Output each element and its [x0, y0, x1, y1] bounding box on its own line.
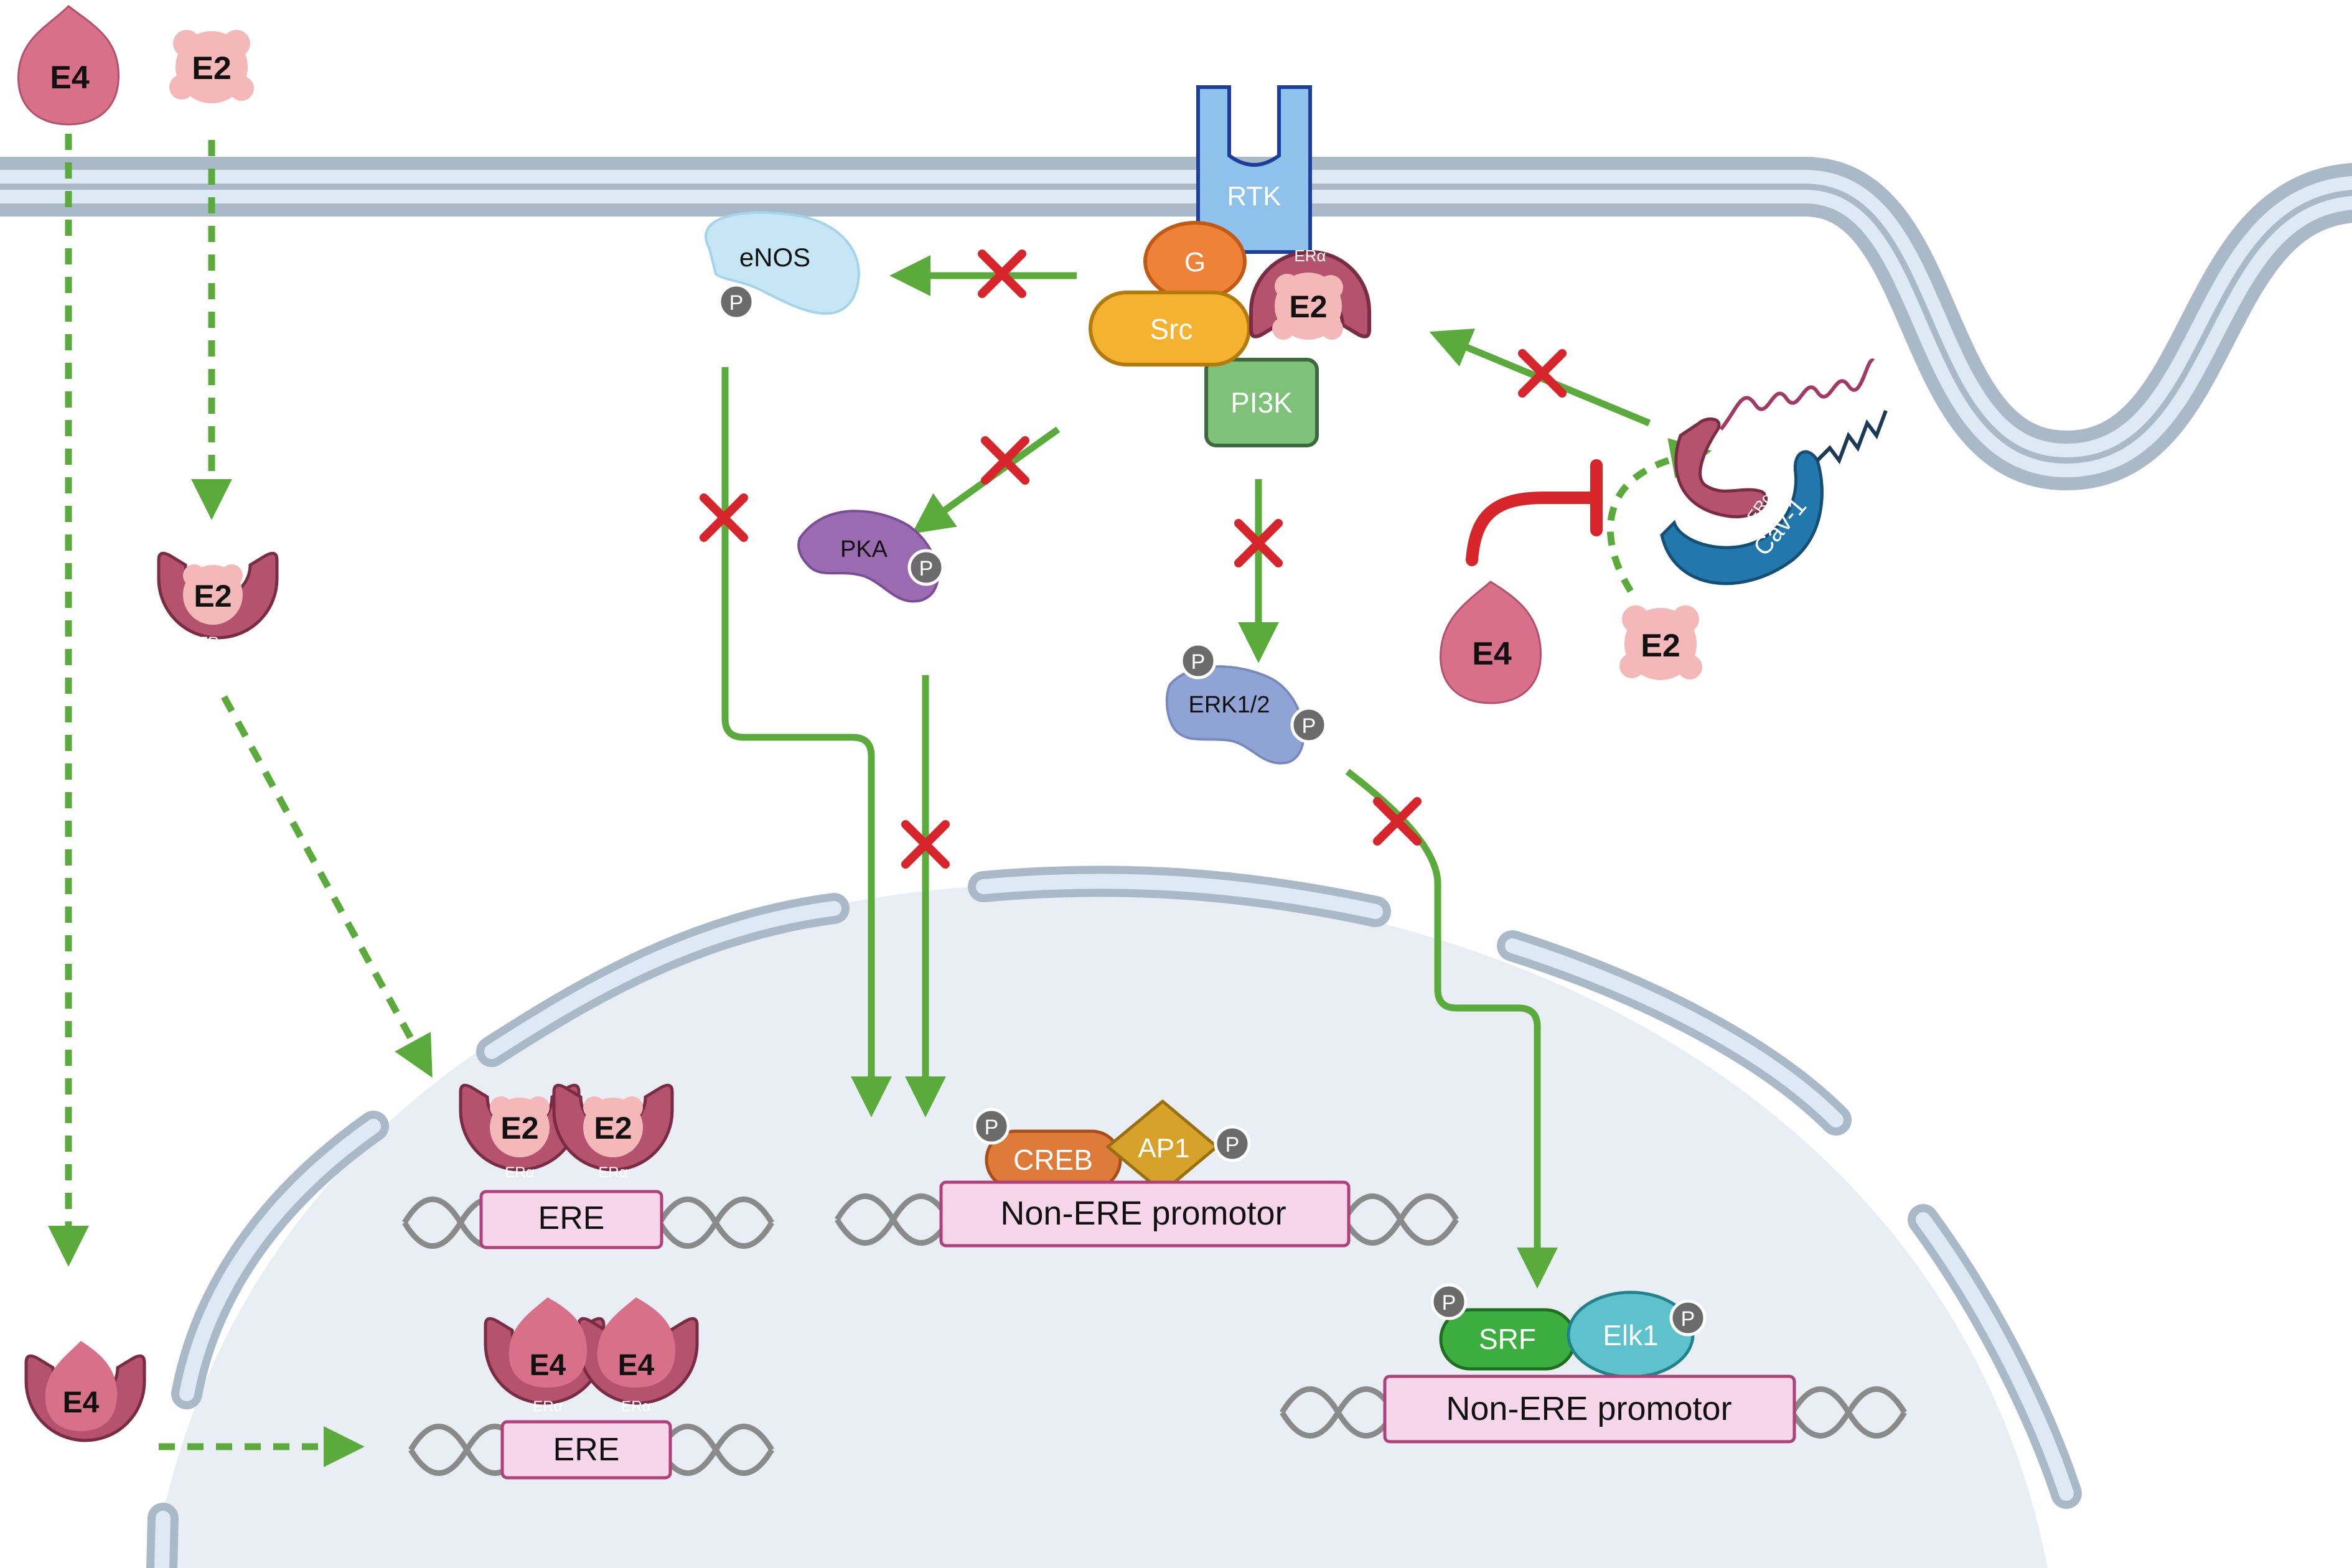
svg-text:P: P	[729, 291, 744, 315]
plasma-membrane	[0, 157, 2352, 491]
non-ere-label-2: Non-ERE promotor	[1446, 1390, 1731, 1427]
arrows	[48, 134, 1712, 1467]
src-label: Src	[1150, 313, 1193, 345]
pi3k-label: PI3K	[1230, 386, 1293, 419]
e4-ligand-membrane: E4	[1440, 581, 1542, 704]
era-ere-label-2: ERα	[598, 1164, 627, 1181]
e2-cyto-label: E2	[194, 579, 232, 614]
creb-label: CREB	[1013, 1144, 1093, 1176]
svg-text:P: P	[919, 557, 934, 581]
cross-erk-nucleus	[1377, 801, 1417, 841]
e2-ligand-top: E2	[169, 30, 254, 103]
cav1-complex: Cav-1 ERα	[1660, 358, 1888, 586]
e4-cyto-label: E4	[63, 1386, 100, 1419]
svg-text:P: P	[1442, 1291, 1456, 1315]
e4-top-label: E4	[50, 60, 90, 96]
e2-membrane-label: E2	[1289, 289, 1327, 324]
e4-ligand-top: E4	[17, 5, 119, 126]
e2-ligand-membrane-free: E2	[1619, 605, 1702, 680]
e2-to-cav1-arrow	[1607, 438, 1712, 593]
e2-era-cytoplasm: E2 ERα	[159, 553, 277, 651]
elk1-phospho: P	[1671, 1301, 1705, 1335]
era-membrane-label: ERα	[1294, 246, 1326, 265]
svg-text:P: P	[1302, 714, 1316, 738]
ere-e4-complex: E4 E4 ERα ERα ERE	[485, 1297, 697, 1480]
elk1-label: Elk1	[1603, 1319, 1658, 1351]
enos: eNOS P	[705, 211, 860, 319]
e2-membrane-free-label: E2	[1641, 628, 1680, 664]
era-e4-cyto-label: ERα	[70, 1441, 100, 1458]
pka: PKA P	[797, 510, 943, 603]
g-protein-label: G	[1184, 247, 1206, 278]
e4-inhibition	[1466, 459, 1603, 566]
ap1-phospho: P	[1216, 1127, 1249, 1160]
rtk-complex: RTK G PI3K Src ERα E2	[1089, 85, 1369, 447]
svg-text:P: P	[1225, 1133, 1240, 1157]
pi3k: PI3K	[1204, 358, 1319, 447]
non-ere-srf-elk1: SRF Elk1 P P Non-ERE promotor	[1383, 1285, 1796, 1444]
e2-era-to-nucleus-arrow	[221, 695, 433, 1078]
ere-label-1: ERE	[538, 1200, 605, 1236]
enos-label: eNOS	[739, 243, 810, 272]
srf-phospho: P	[1432, 1285, 1466, 1318]
e2-ere-label-1: E2	[500, 1111, 538, 1146]
srf-label: SRF	[1479, 1323, 1536, 1355]
ere-label-2: ERE	[553, 1432, 620, 1468]
g-protein: G	[1143, 221, 1247, 302]
pka-label: PKA	[840, 536, 888, 562]
rtk-receptor: RTK	[1196, 85, 1312, 254]
era-cyto-label: ERα	[198, 634, 227, 651]
enos-to-nucleus-arrow	[721, 367, 892, 1118]
svg-text:P: P	[985, 1116, 999, 1139]
e4-era-cytoplasm: E4 ERα	[26, 1341, 144, 1458]
src-kinase: Src	[1089, 291, 1251, 366]
e2-ere-label-2: E2	[594, 1111, 632, 1146]
svg-text:P: P	[1681, 1307, 1695, 1331]
erk-phospho-1: P	[1181, 644, 1215, 678]
e4-ere-label-1: E4	[530, 1349, 566, 1382]
svg-text:P: P	[1191, 650, 1206, 674]
non-ere-creb-ap1: CREB AP1 P P Non-ERE promotor	[939, 1099, 1351, 1248]
e2-ligand-membrane: E2	[1272, 273, 1343, 340]
e2-top-label: E2	[192, 50, 232, 86]
rtk-label: RTK	[1227, 181, 1281, 212]
erk-phospho-2: P	[1292, 708, 1326, 742]
erk-label: ERK1/2	[1189, 692, 1270, 718]
ap1-label: AP1	[1138, 1133, 1189, 1164]
ere-e2-complex: E2 E2 ERα ERα ERE	[461, 1085, 672, 1249]
creb-phospho: P	[975, 1109, 1008, 1143]
e4-ere-label-2: E4	[618, 1349, 655, 1382]
era-ere-e4-label-2: ERα	[621, 1398, 650, 1415]
era-ere-label-1: ERα	[505, 1164, 534, 1181]
erk: ERK1/2 P P	[1165, 644, 1326, 765]
enos-phospho: P	[719, 285, 753, 319]
e4-membrane-label: E4	[1472, 636, 1512, 672]
pka-phospho: P	[909, 551, 943, 584]
non-ere-label-1: Non-ERE promotor	[1000, 1195, 1286, 1232]
era-ere-e4-label-1: ERα	[533, 1398, 562, 1415]
